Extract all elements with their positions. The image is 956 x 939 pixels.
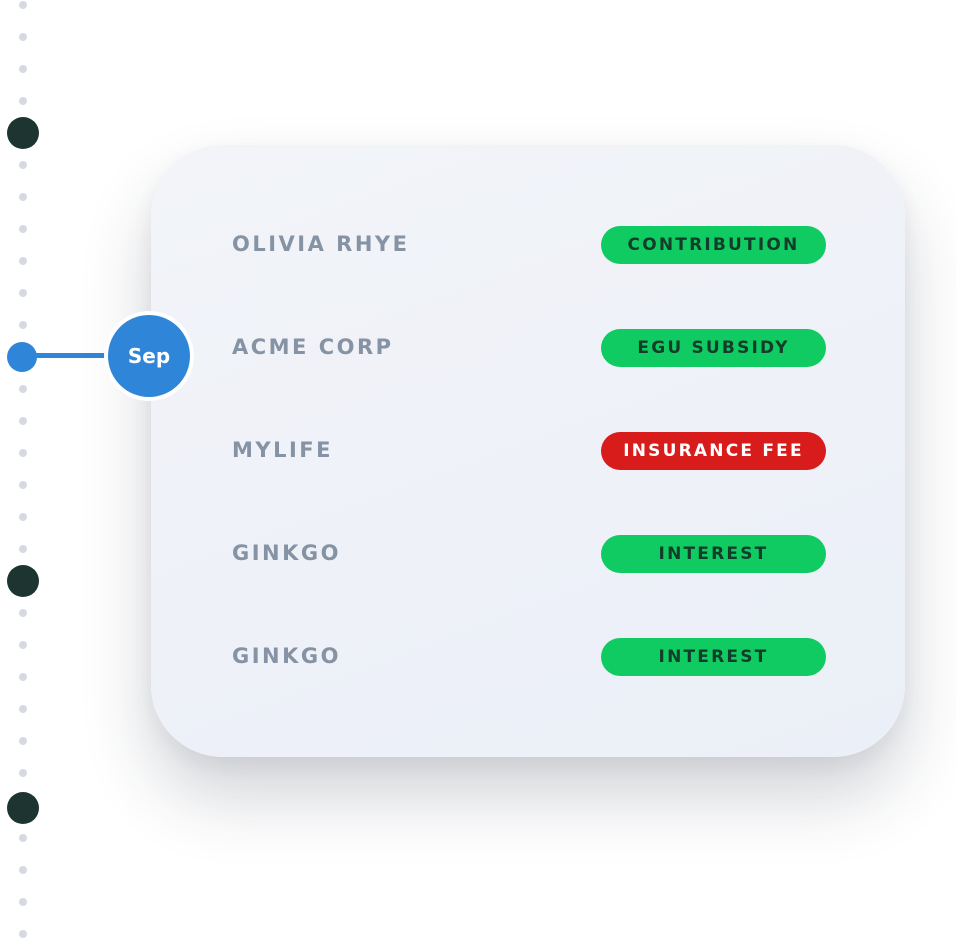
- transaction-type-tag: INTEREST: [601, 535, 826, 573]
- timeline-dot: [19, 513, 27, 521]
- transactions-card: OLIVIA RHYE CONTRIBUTION ACME CORP EGU S…: [151, 145, 905, 757]
- transaction-row[interactable]: OLIVIA RHYE CONTRIBUTION: [232, 226, 826, 264]
- timeline-dot: [19, 609, 27, 617]
- transaction-name: MYLIFE: [232, 438, 333, 462]
- timeline-dot: [19, 930, 27, 938]
- transaction-row[interactable]: ACME CORP EGU SUBSIDY: [232, 329, 826, 367]
- transaction-type-tag: INSURANCE FEE: [601, 432, 826, 470]
- timeline-dot: [19, 33, 27, 41]
- timeline-dot: [19, 257, 27, 265]
- transaction-type-tag: CONTRIBUTION: [601, 226, 826, 264]
- timeline-dot: [19, 65, 27, 73]
- timeline-dot: [19, 866, 27, 874]
- transaction-name: OLIVIA RHYE: [232, 232, 410, 256]
- transaction-name: GINKGO: [232, 644, 341, 668]
- transaction-row[interactable]: GINKGO INTEREST: [232, 535, 826, 573]
- timeline-milestone-dot[interactable]: [7, 792, 39, 824]
- timeline-dot: [19, 289, 27, 297]
- timeline-dot: [19, 737, 27, 745]
- timeline-dot: [19, 673, 27, 681]
- timeline-dot: [19, 834, 27, 842]
- timeline-connector: [24, 353, 112, 358]
- timeline-milestone-dot[interactable]: [7, 565, 39, 597]
- transaction-type-tag: EGU SUBSIDY: [601, 329, 826, 367]
- month-label: Sep: [108, 315, 190, 397]
- timeline-dot: [19, 161, 27, 169]
- timeline-dot: [19, 449, 27, 457]
- transaction-type-tag: INTEREST: [601, 638, 826, 676]
- timeline-dot: [19, 769, 27, 777]
- timeline-dot: [19, 705, 27, 713]
- transaction-row[interactable]: GINKGO INTEREST: [232, 638, 826, 676]
- timeline-dot: [19, 545, 27, 553]
- transaction-name: GINKGO: [232, 541, 341, 565]
- timeline-milestone-dot[interactable]: [7, 117, 39, 149]
- month-badge[interactable]: Sep: [104, 311, 194, 401]
- timeline-dot: [19, 641, 27, 649]
- timeline-dot: [19, 97, 27, 105]
- timeline-dot: [19, 193, 27, 201]
- timeline-dot: [19, 321, 27, 329]
- timeline-dot: [19, 481, 27, 489]
- transaction-row[interactable]: MYLIFE INSURANCE FEE: [232, 432, 826, 470]
- timeline-dot: [19, 898, 27, 906]
- timeline-dot: [19, 417, 27, 425]
- timeline-dot: [19, 385, 27, 393]
- timeline-dot: [19, 1, 27, 9]
- transaction-name: ACME CORP: [232, 335, 394, 359]
- timeline-dot: [19, 225, 27, 233]
- timeline-track: [0, 0, 60, 939]
